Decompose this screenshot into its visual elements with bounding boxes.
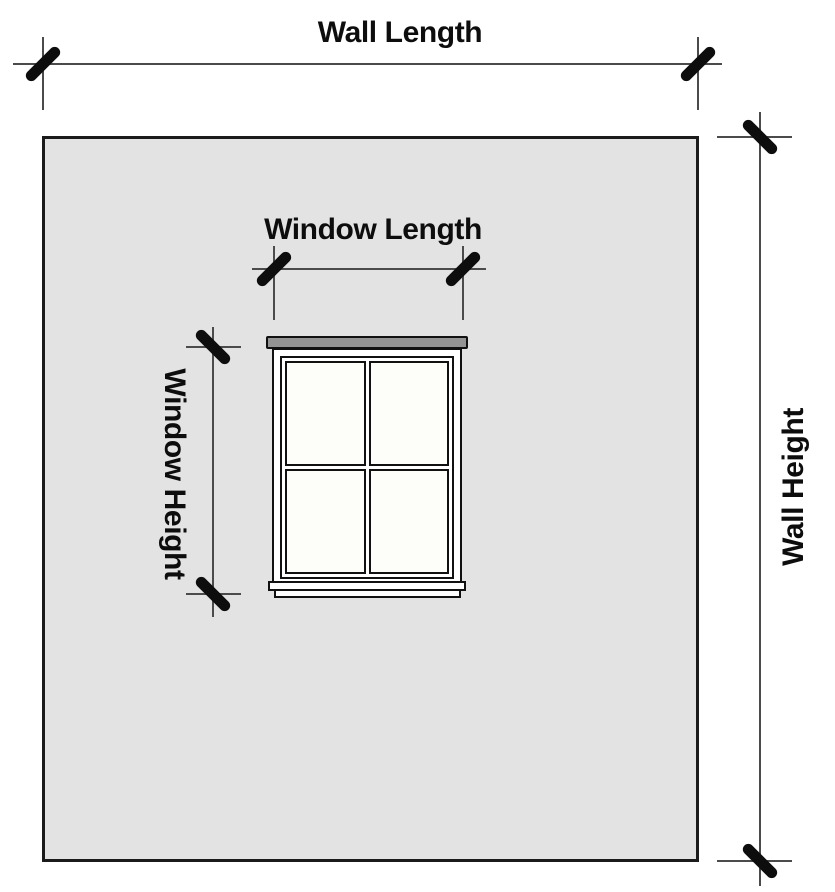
- window-pane: [285, 469, 366, 574]
- window-inner-frame: [280, 356, 454, 579]
- window-pane-grid: [285, 361, 449, 574]
- wall-length-label: Wall Length: [317, 16, 483, 49]
- window-lintel: [266, 336, 468, 349]
- wall-height-label: Wall Height: [777, 408, 810, 566]
- wall-length-extension-line-right: [697, 37, 699, 110]
- window-frame: [272, 348, 462, 584]
- window-height-dimension-line: [212, 327, 214, 617]
- window-pane: [368, 469, 449, 574]
- window-sill-apron: [274, 589, 461, 598]
- window-pane: [368, 361, 449, 466]
- window-length-extension-line-left: [273, 246, 275, 320]
- window-length-label: Window Length: [264, 213, 482, 246]
- wall-length-dimension-line: [13, 63, 722, 65]
- wall-height-dimension-line: [759, 112, 761, 886]
- wall-length-extension-line-left: [42, 37, 44, 110]
- window-length-dimension-line: [252, 268, 486, 270]
- window-height-label: Window Height: [158, 368, 191, 580]
- window-length-extension-line-right: [462, 246, 464, 320]
- window-pane: [285, 361, 366, 466]
